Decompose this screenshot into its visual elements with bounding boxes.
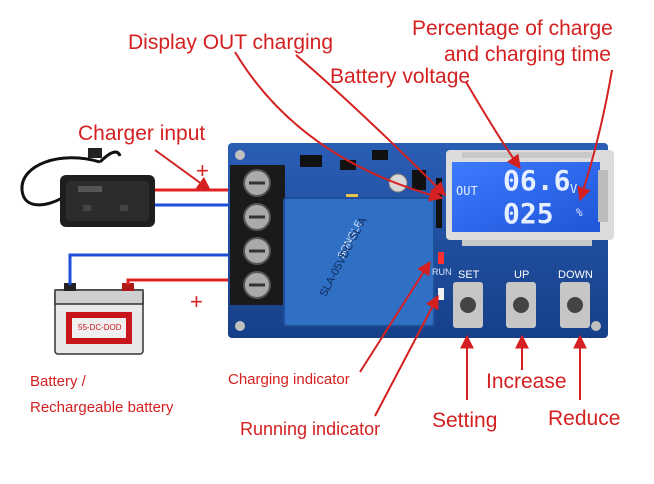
label-reduce: Reduce	[548, 407, 621, 430]
button-down-label: DOWN	[558, 269, 593, 281]
lcd-display	[446, 150, 614, 240]
label-battery-line1: Battery /	[30, 373, 86, 390]
terminal-plus-bottom: +	[190, 289, 203, 314]
label-percent-line1: Percentage of charge	[412, 17, 613, 40]
label-charging-indicator: Charging indicator	[228, 371, 350, 388]
lcd-out-label: OUT	[456, 184, 478, 198]
button-set-label: SET	[458, 269, 480, 281]
push-buttons	[453, 282, 590, 328]
lcd-voltage-unit: V	[570, 182, 578, 196]
label-increase: Increase	[486, 370, 567, 393]
terminal-block	[230, 165, 285, 305]
lcd-percent-value: 025	[503, 197, 554, 230]
label-battery-voltage: Battery voltage	[330, 65, 471, 88]
label-display-out: Display OUT charging	[128, 31, 334, 54]
label-charger-input: Charger input	[78, 122, 206, 145]
label-percent-line2: and charging time	[444, 43, 611, 66]
battery	[54, 283, 144, 355]
relay	[283, 197, 435, 327]
lcd-voltage-value: 06.6	[503, 164, 571, 197]
label-running-indicator: Running indicator	[240, 419, 381, 439]
silk-run: RUN	[432, 267, 452, 277]
label-setting: Setting	[432, 409, 498, 432]
annotation-arrows	[154, 51, 613, 417]
lcd-pins	[462, 152, 592, 246]
battery-sticker: 55-DC-DOD	[78, 323, 122, 332]
label-battery-line2: Rechargeable battery	[30, 399, 174, 416]
lcd-percent-unit: %	[576, 206, 583, 219]
terminal-minus-1: -	[199, 198, 207, 223]
terminal-plus-top: +	[196, 158, 209, 183]
charger-adapter	[20, 148, 155, 227]
terminal-minus-2: -	[199, 251, 207, 276]
button-up-label: UP	[514, 269, 530, 281]
